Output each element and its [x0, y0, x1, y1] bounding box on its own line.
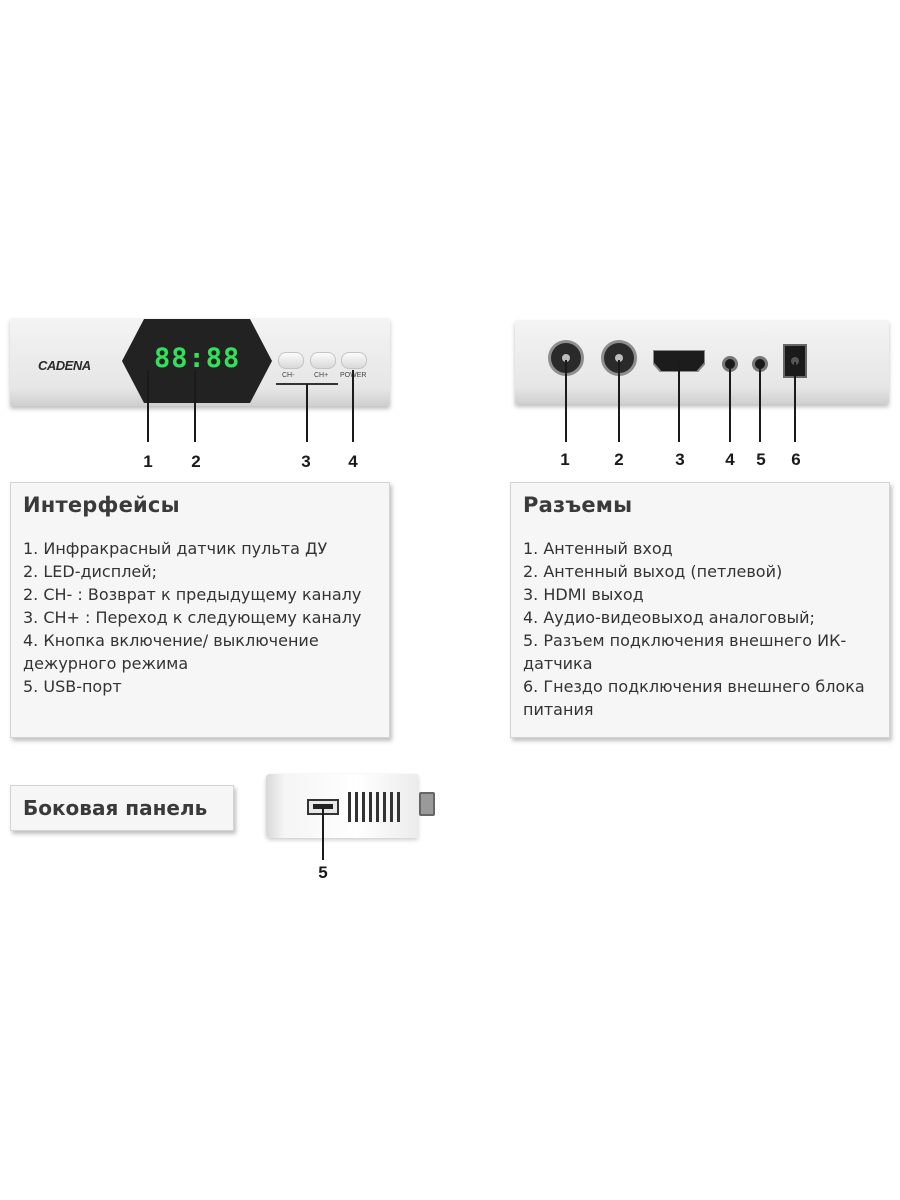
list-item: 2. Антенный выход (петлевой)	[523, 562, 783, 581]
side-antenna-connector	[419, 792, 435, 816]
rear-leader-4	[729, 364, 731, 442]
rear-leader-3	[678, 362, 680, 442]
rear-callout-5: 5	[756, 450, 766, 469]
connectors-box: Разъемы 1. Антенный вход 2. Антенный вых…	[510, 482, 890, 738]
list-item: 5. Разъем подключения внешнего ИК-датчик…	[523, 631, 847, 673]
side-panel-body	[266, 774, 418, 838]
rear-leader-2	[618, 360, 620, 442]
leader-line-3	[306, 384, 308, 442]
list-item: 1. Инфракрасный датчик пульта ДУ	[23, 539, 328, 558]
brand-logo: CADENA	[38, 358, 91, 373]
power-button	[341, 352, 367, 369]
ch-plus-label: CH+	[314, 372, 329, 379]
list-item: 3. CH+ : Переход к следующему каналу	[23, 608, 362, 627]
ch-minus-label: CH-	[282, 372, 295, 379]
connectors-title: Разъемы	[523, 493, 633, 517]
display-panel	[122, 319, 272, 403]
list-item: 2. CH- : Возврат к предыдущему каналу	[23, 585, 362, 604]
rear-leader-6	[794, 362, 796, 442]
rear-callout-2: 2	[614, 450, 624, 469]
hdmi-port	[653, 350, 705, 372]
leader-line-1	[147, 370, 149, 442]
callout-4: 4	[348, 452, 358, 471]
list-item: 6. Гнездо подключения внешнего блока пит…	[523, 677, 865, 719]
list-item: 5. USB-порт	[23, 677, 122, 696]
led-display: 88:88	[154, 343, 241, 374]
side-callout-5: 5	[318, 863, 328, 882]
interfaces-box: Интерфейсы 1. Инфракрасный датчик пульта…	[10, 482, 390, 738]
rear-leader-1	[565, 360, 567, 442]
power-socket	[783, 344, 807, 378]
connectors-list: 1. Антенный вход 2. Антенный выход (петл…	[523, 537, 877, 721]
rear-callout-1: 1	[560, 450, 570, 469]
list-item: 4. Кнопка включение/ выключение дежурног…	[23, 631, 319, 673]
rear-callout-6: 6	[791, 450, 801, 469]
antenna-output-port	[601, 340, 637, 376]
side-leader-5	[322, 808, 324, 860]
interfaces-title: Интерфейсы	[23, 493, 180, 517]
side-panel-label: Боковая панель	[10, 785, 234, 831]
interfaces-list: 1. Инфракрасный датчик пульта ДУ 2. LED-…	[23, 537, 377, 698]
rear-callout-4: 4	[725, 450, 735, 469]
list-item: 1. Антенный вход	[523, 539, 673, 558]
rear-leader-5	[759, 364, 761, 442]
list-item: 3. HDMI выход	[523, 585, 644, 604]
callout-1: 1	[143, 452, 153, 471]
callout-3: 3	[301, 452, 311, 471]
ch-minus-button	[278, 352, 304, 369]
leader-line-4	[352, 370, 354, 442]
list-item: 4. Аудио-видеовыход аналоговый;	[523, 608, 815, 627]
list-item: 2. LED-дисплей;	[23, 562, 158, 581]
leader-line-2	[194, 370, 196, 442]
callout-2: 2	[191, 452, 201, 471]
rear-callout-3: 3	[675, 450, 685, 469]
ch-plus-button	[310, 352, 336, 369]
